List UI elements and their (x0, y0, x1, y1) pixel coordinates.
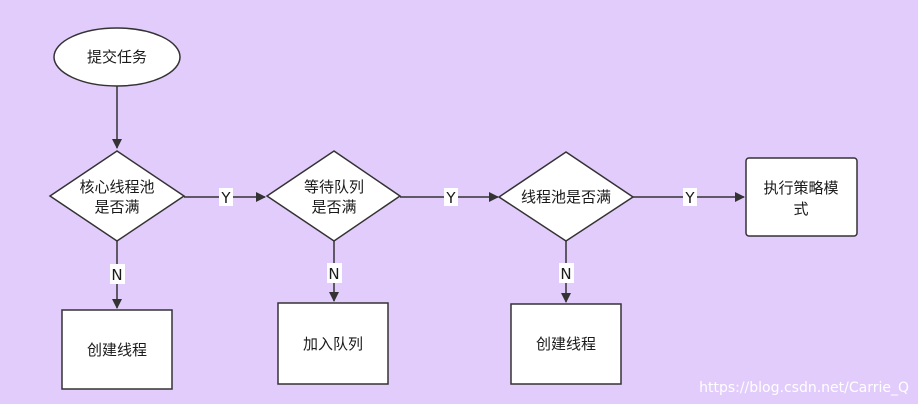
queue-full-label-line1: 等待队列 (304, 178, 364, 196)
add-to-queue-label: 加入队列 (303, 335, 363, 353)
watermark: https://blog.csdn.net/Carrie_Q (699, 380, 909, 396)
create-thread-label-1: 创建线程 (87, 341, 147, 359)
start-node-label: 提交任务 (87, 48, 147, 66)
pool-full-label: 线程池是否满 (521, 188, 611, 206)
queue-full-label-line2: 是否满 (311, 198, 356, 216)
add-to-queue-node: 加入队列 (277, 302, 389, 385)
reject-policy-node: 执行策略模 式 (745, 157, 858, 237)
reject-policy-label-line1: 执行策略模 (763, 179, 838, 197)
edge-label-no-2: N (328, 265, 339, 283)
start-node: 提交任务 (53, 27, 181, 87)
queue-full-decision: 等待队列 是否满 (265, 150, 402, 242)
edge-label-no-1: N (111, 266, 122, 284)
edge-label-no-3: N (560, 265, 571, 283)
core-pool-full-decision: 核心线程池 是否满 (48, 150, 186, 242)
create-thread-node-2: 创建线程 (510, 303, 622, 385)
edge-label-yes-2: Y (445, 189, 456, 207)
pool-full-decision: 线程池是否满 (497, 151, 635, 242)
core-pool-full-label-line1: 核心线程池 (79, 178, 154, 196)
create-thread-node-1: 创建线程 (61, 309, 173, 390)
core-pool-full-label-line2: 是否满 (94, 198, 139, 216)
edge-label-yes-3: Y (684, 189, 695, 207)
create-thread-label-2: 创建线程 (536, 335, 596, 353)
edge-label-yes-1: Y (220, 189, 231, 207)
reject-policy-label-line2: 式 (793, 200, 808, 218)
